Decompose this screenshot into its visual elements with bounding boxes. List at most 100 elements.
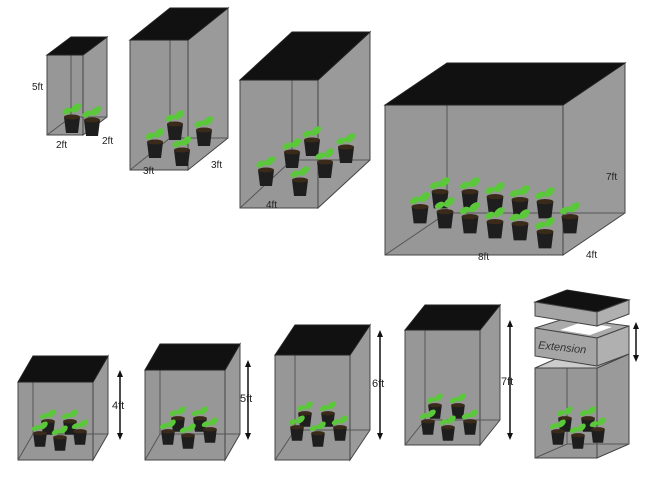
plant-pot [459,177,480,209]
leaf [177,406,186,415]
leaf [256,160,266,168]
pot [591,429,605,443]
leaf [61,413,70,420]
leaf [51,429,60,436]
pot [441,427,455,441]
arrow-head-up [377,330,383,337]
soil [486,193,504,200]
plant-pot [589,417,606,443]
leaf [449,397,458,404]
soil [461,188,479,195]
leaf [518,209,530,220]
tent-3-width-label: 4ft [266,200,278,211]
leaf [290,170,300,178]
pot [284,152,300,168]
pot [147,142,163,158]
soil [203,427,217,432]
leaf [459,206,470,214]
leaf [419,413,428,420]
leaf [331,419,340,426]
pot [486,221,504,239]
leaf [543,217,555,228]
leaf [468,177,480,188]
leaf [59,425,68,434]
soil [292,177,308,183]
leaf [427,409,436,418]
pot [463,421,477,435]
tent-4-width-label: 8ft [478,252,490,263]
tent-4-height-label: 7ft [606,172,618,183]
leaf [569,427,578,434]
plant-pot [290,166,310,196]
leaf [90,106,102,116]
grow-tent-2 [128,6,230,172]
tent-6-height-label: 5ft [240,393,253,405]
tent-1-width-label: 2ft [56,140,68,151]
leaf [418,192,430,203]
soil [167,121,183,127]
pot [411,206,429,224]
plant-pot [509,185,530,217]
plant-pot [159,419,176,445]
plant-pot [179,423,196,449]
leaf [264,156,276,166]
extension-side [596,325,630,367]
plant-pot [559,202,580,234]
soil [73,429,87,434]
tent-lid [533,289,631,327]
leaf [317,421,326,430]
soil [181,433,195,438]
leaf [180,136,192,146]
extension-section [534,317,630,367]
plant-pot [71,419,88,445]
leaf [47,409,56,418]
leaf [153,128,165,138]
height-arrow-5ft [245,360,251,440]
leaf [534,221,545,229]
plant-pot [145,128,165,158]
arrow-head-down [245,433,251,440]
leaf [493,207,505,218]
tent-2-width-label: 3ft [143,166,155,177]
leaf [589,421,598,428]
leaf [568,202,580,213]
pot [290,427,304,441]
plant-pot [439,415,456,441]
pot [161,431,175,445]
leaf [577,423,586,432]
plant-pot [509,209,530,241]
leaf [484,186,495,194]
pot [258,170,274,186]
soil [258,167,274,173]
plant-pot [31,421,48,447]
arrow-head-down [507,433,513,440]
pot [311,433,325,447]
soil [84,117,100,123]
extension-arrow [633,322,639,362]
tent-top [238,31,372,81]
pot [193,418,207,432]
plant-pot [461,409,478,435]
leaf [597,417,606,426]
leaf [579,410,588,417]
plant-pot [194,116,214,146]
plant-pot [336,133,356,163]
leaf [187,423,196,432]
height-arrow-7ft [507,320,513,440]
leaf [179,427,188,434]
arrow-head-down [633,355,639,362]
pot [317,162,333,178]
leaf [534,191,545,199]
grow-tent-9 [534,353,630,459]
leaf [39,421,48,430]
grow-tent-3 [238,30,372,210]
leaf [461,413,470,420]
tent-front-face [274,354,351,461]
soil [196,127,212,133]
leaf [557,419,566,428]
leaf [62,107,72,115]
leaf [509,189,520,197]
soil [411,203,429,210]
leaf [549,423,558,430]
plant-pot [534,217,555,249]
